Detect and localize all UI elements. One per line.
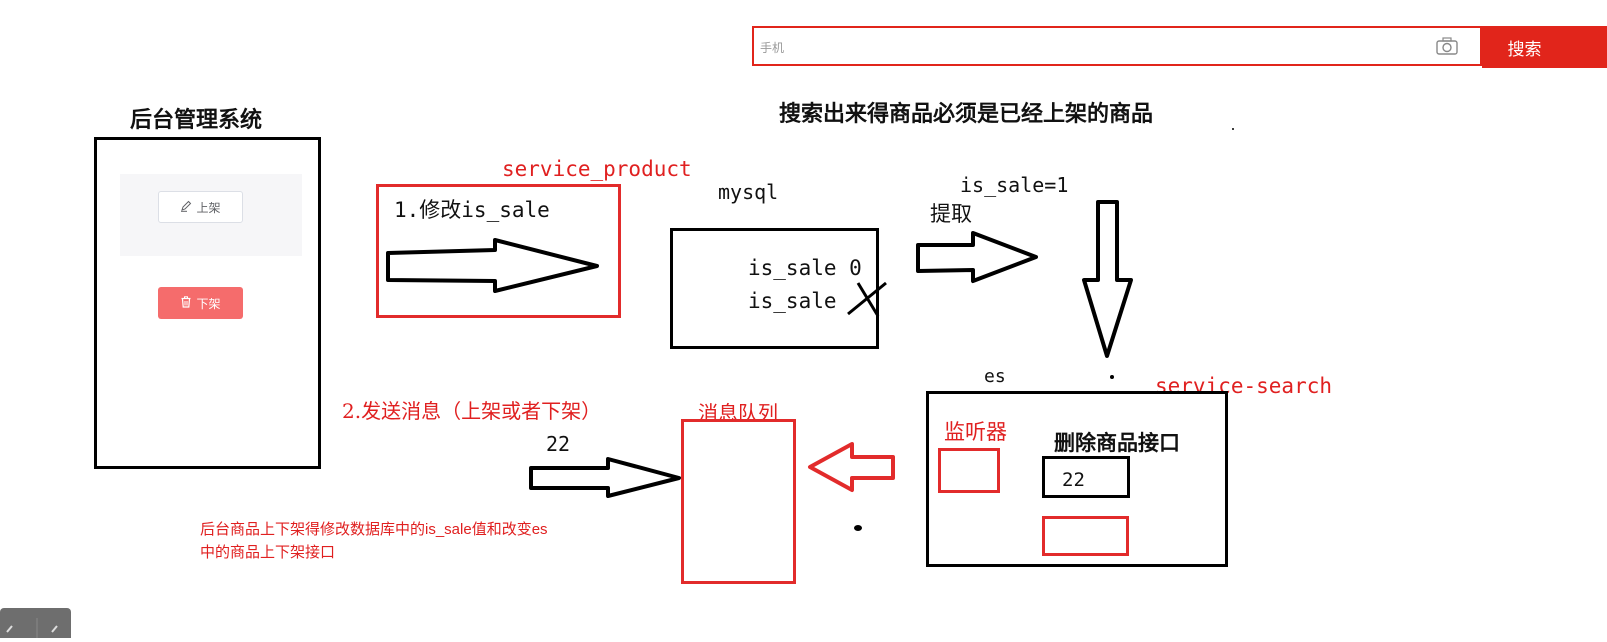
dot-mark bbox=[1110, 375, 1114, 379]
admin-panel-frame bbox=[94, 137, 321, 469]
service-search-label: service-search bbox=[1155, 374, 1333, 398]
send-message-step: 2.发送消息（上架或者下架） bbox=[342, 399, 602, 423]
search-bar bbox=[752, 26, 1482, 66]
es-label: es bbox=[984, 366, 1006, 387]
modify-arrow bbox=[386, 238, 599, 293]
is-sale-condition: is_sale=1 bbox=[960, 173, 1069, 197]
mysql-row-2: is_sale bbox=[748, 289, 837, 313]
message-value: 22 bbox=[546, 432, 571, 456]
extract-label: 提取 bbox=[930, 202, 972, 226]
search-input[interactable] bbox=[758, 34, 1432, 62]
service-product-label: service_product bbox=[502, 157, 692, 181]
listener-box bbox=[938, 448, 1000, 493]
dot-mark bbox=[854, 525, 862, 531]
listen-arrow bbox=[808, 442, 895, 492]
shelve-button[interactable]: 上架 bbox=[158, 191, 243, 223]
message-arrow bbox=[529, 457, 681, 498]
search-requirement-note: 搜索出来得商品必须是已经上架的商品 bbox=[779, 101, 1154, 127]
admin-title: 后台管理系统 bbox=[130, 107, 263, 133]
mysql-row-1: is_sale 0 bbox=[748, 256, 862, 280]
message-queue-box bbox=[681, 419, 796, 584]
delete-api-value: 22 bbox=[1062, 469, 1085, 491]
delete-api-red-box bbox=[1042, 516, 1129, 556]
down-arrow bbox=[1082, 200, 1133, 358]
unshelve-button[interactable]: 下架 bbox=[158, 287, 243, 319]
trash-icon bbox=[180, 295, 192, 311]
delete-api-label: 删除商品接口 bbox=[1054, 430, 1180, 455]
edit-icon bbox=[180, 200, 192, 215]
shelve-button-label: 上架 bbox=[196, 200, 221, 215]
summary-line-2: 中的商品上下架接口 bbox=[200, 544, 336, 561]
extract-arrow bbox=[916, 231, 1038, 283]
dot-mark bbox=[1232, 128, 1234, 130]
delete-api-box bbox=[1042, 456, 1130, 498]
service-product-box bbox=[376, 184, 621, 318]
player-control-tab[interactable] bbox=[0, 608, 71, 638]
search-button[interactable]: 搜索 bbox=[1482, 26, 1607, 68]
modify-is-sale-step: 1.修改is_sale bbox=[394, 198, 550, 222]
cross-mark bbox=[847, 281, 887, 317]
mysql-label: mysql bbox=[718, 180, 779, 204]
summary-line-1: 后台商品上下架得修改数据库中的is_sale值和改变es bbox=[200, 521, 548, 538]
camera-icon[interactable] bbox=[1436, 37, 1458, 59]
service-search-box bbox=[926, 391, 1228, 567]
unshelve-button-label: 下架 bbox=[196, 296, 221, 311]
listener-label: 监听器 bbox=[944, 420, 1007, 444]
summary-note: 后台商品上下架得修改数据库中的is_sale值和改变es 中的商品上下架接口 bbox=[200, 518, 548, 564]
